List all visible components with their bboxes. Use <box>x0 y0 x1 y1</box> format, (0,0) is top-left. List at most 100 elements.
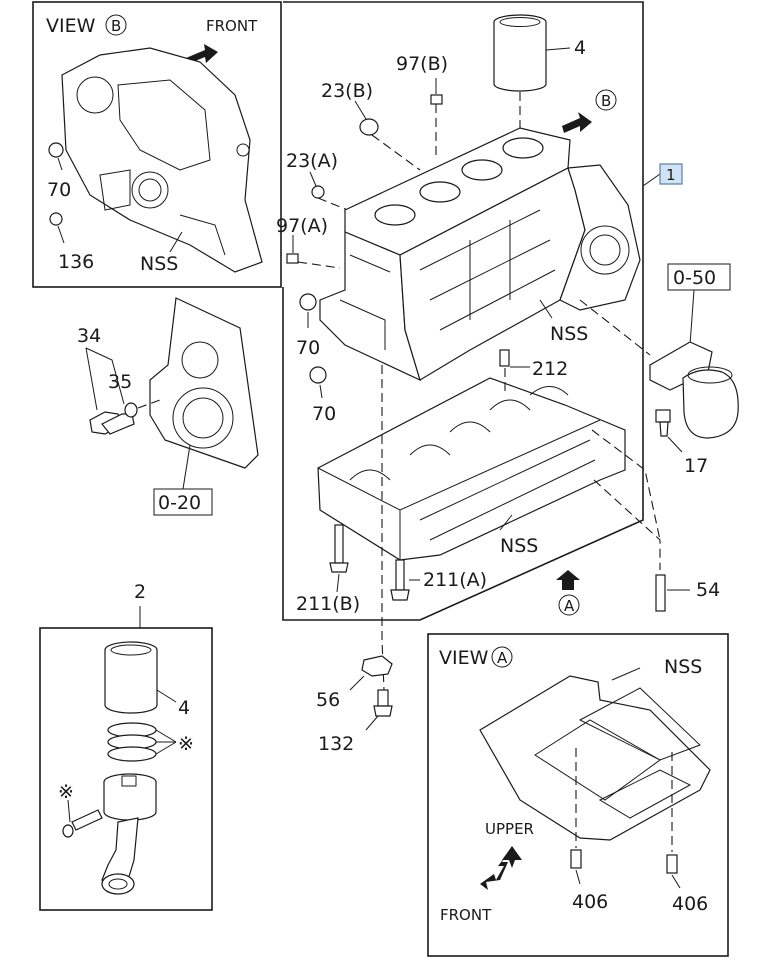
plug-70-b <box>309 366 327 384</box>
connecting-rod <box>101 817 139 895</box>
label-nss-view-b: NSS <box>140 253 178 275</box>
leader-56 <box>349 675 365 691</box>
bore-1 <box>374 204 416 226</box>
leader-132 <box>365 715 379 731</box>
leader-406-left <box>575 869 581 885</box>
leader-70-b <box>319 384 323 399</box>
leaders-34-35 <box>85 347 125 411</box>
crankcase-ribs <box>419 439 596 541</box>
view-b-plug-136 <box>49 212 63 226</box>
plug-bolt-34 <box>89 411 135 435</box>
label-4-inset: 4 <box>178 697 190 719</box>
view-b-leader-136 <box>57 225 65 244</box>
view-a-frame <box>427 633 729 957</box>
view-b-title-circle <box>105 14 127 36</box>
view-a-dashes <box>575 748 673 852</box>
view-b-plug-70 <box>48 142 64 158</box>
view-a-upper-arrow-icon <box>502 846 522 868</box>
label-211b: 211(B) <box>296 593 360 615</box>
view-a-front-label: FRONT <box>440 906 492 924</box>
view-a-marker-arrow-icon <box>556 570 580 590</box>
oil-filter-assembly <box>649 341 739 439</box>
label-17: 17 <box>684 455 708 477</box>
label-406-right: 406 <box>672 893 708 915</box>
piston-rings <box>107 722 157 762</box>
view-b-title-letter: B <box>111 17 121 35</box>
label-212: 212 <box>532 358 568 380</box>
label-56: 56 <box>316 689 340 711</box>
leader-0-50 <box>689 289 695 346</box>
plug-23b <box>359 118 379 136</box>
cylinder-block <box>319 127 641 382</box>
ref-0-50-box <box>667 263 731 291</box>
label-23b: 23(B) <box>321 80 373 102</box>
label-211a: 211(A) <box>423 569 487 591</box>
plug-23a <box>311 185 325 199</box>
block-front-detail <box>339 254 391 350</box>
leader-0-20 <box>182 444 191 490</box>
block-flange-bore <box>580 225 630 275</box>
view-b-title: VIEW <box>46 15 96 37</box>
washer-35 <box>124 402 138 418</box>
assembly-dashes-upper <box>297 92 521 269</box>
label-70-view-b: 70 <box>47 179 71 201</box>
bore-2 <box>419 181 461 203</box>
label-star-pin: ※ <box>58 781 74 803</box>
timing-case-boss <box>99 169 131 211</box>
label-35: 35 <box>108 371 132 393</box>
plug-dash <box>137 399 161 409</box>
leader-211b <box>336 573 340 593</box>
cylinder-liner-top <box>493 14 571 92</box>
label-0-20: 0-20 <box>158 492 201 514</box>
label-54: 54 <box>696 579 720 601</box>
bore-4 <box>502 137 544 159</box>
label-star-rings: ※ <box>178 733 194 755</box>
label-view-a-marker: A <box>564 597 575 615</box>
piston-liner-inset <box>104 641 158 714</box>
view-b-marker-arrow-icon <box>562 112 592 133</box>
plug-97b <box>430 94 443 105</box>
view-a-title-letter: A <box>497 649 508 667</box>
timing-case-outline <box>61 47 263 273</box>
label-4-top: 4 <box>574 37 586 59</box>
view-b-front-label: FRONT <box>206 17 258 35</box>
timing-case-bore-2 <box>131 171 169 209</box>
piston <box>103 773 157 821</box>
view-b-frame <box>32 1 282 288</box>
leader-rings <box>155 729 177 755</box>
timing-case-rib <box>179 214 226 256</box>
label-nss-block: NSS <box>550 323 588 345</box>
stud-54 <box>655 574 666 612</box>
part-1-callout-box <box>659 163 683 185</box>
bolt-211a <box>390 559 410 601</box>
main-assembly-frame <box>282 1 644 621</box>
label-132: 132 <box>318 733 354 755</box>
label-0-50: 0-50 <box>673 267 716 289</box>
callout-1-leader <box>642 173 661 187</box>
label-view-b-marker: B <box>601 92 611 110</box>
crankcase-outline <box>317 377 626 561</box>
leader-nss-case <box>499 514 513 531</box>
label-nss-view-a: NSS <box>664 656 702 678</box>
timing-case-web <box>117 79 211 171</box>
plug-70-a <box>299 293 317 311</box>
leader-23b <box>354 100 367 120</box>
label-23a: 23(A) <box>286 150 338 172</box>
plug-406-right <box>666 854 678 874</box>
leader-nss-block <box>539 299 553 319</box>
leader-23a <box>309 171 317 187</box>
timing-case-bore-1 <box>76 76 114 114</box>
oil-filter-dash <box>579 299 651 356</box>
label-97a: 97(A) <box>276 215 328 237</box>
plug-97a <box>286 253 299 264</box>
view-b-front-arrow-icon <box>186 44 218 64</box>
oil-pan-panel-2 <box>578 687 701 761</box>
plug-406-left <box>570 849 582 869</box>
view-a-inset: VIEW A NSS 406 406 UPPER FRONT <box>427 633 729 957</box>
view-a-marker-circle <box>558 594 580 616</box>
oil-pan-panel-3 <box>598 769 692 819</box>
timing-case-bore-2-inner <box>138 178 162 202</box>
bolt-132 <box>373 689 393 717</box>
view-b-leader-nss <box>169 231 183 253</box>
view-a-title-circle <box>491 646 513 668</box>
